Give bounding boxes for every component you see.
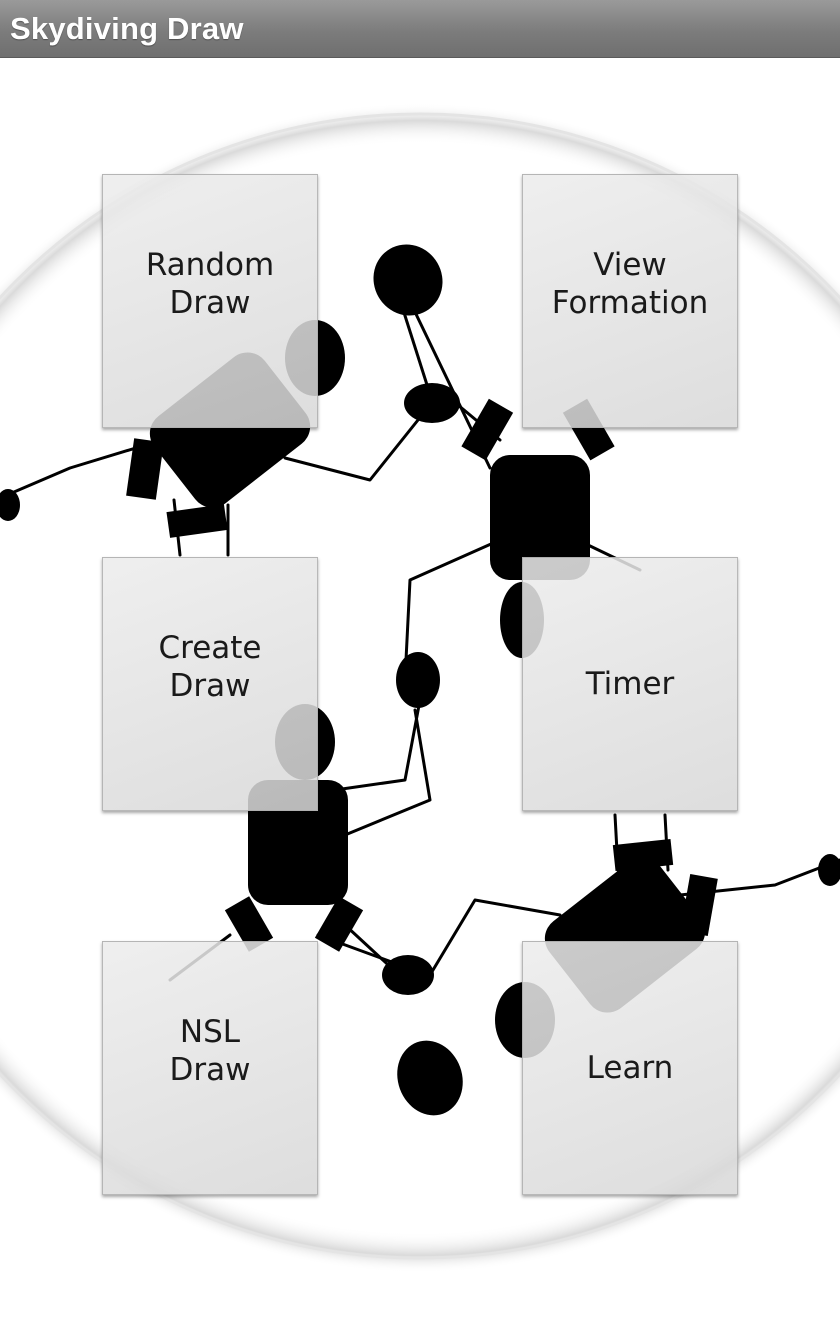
- timer-button[interactable]: Timer: [522, 557, 738, 811]
- background-circle-edge: [0, 112, 840, 1260]
- random-draw-button[interactable]: Random Draw: [102, 174, 318, 428]
- nsl-draw-button[interactable]: NSL Draw: [102, 941, 318, 1195]
- create-draw-label: Create Draw: [158, 629, 262, 704]
- timer-label: Timer: [585, 666, 675, 702]
- nsl-draw-label: NSL Draw: [169, 1013, 251, 1088]
- create-draw-button[interactable]: Create Draw: [102, 557, 318, 811]
- action-bar: Skydiving Draw: [0, 0, 840, 58]
- learn-button[interactable]: Learn: [522, 941, 738, 1195]
- view-formation-button[interactable]: View Formation: [522, 174, 738, 428]
- random-draw-label: Random Draw: [145, 246, 275, 321]
- view-formation-label: View Formation: [551, 246, 709, 321]
- learn-label: Learn: [586, 1050, 674, 1086]
- app-title: Skydiving Draw: [10, 10, 244, 46]
